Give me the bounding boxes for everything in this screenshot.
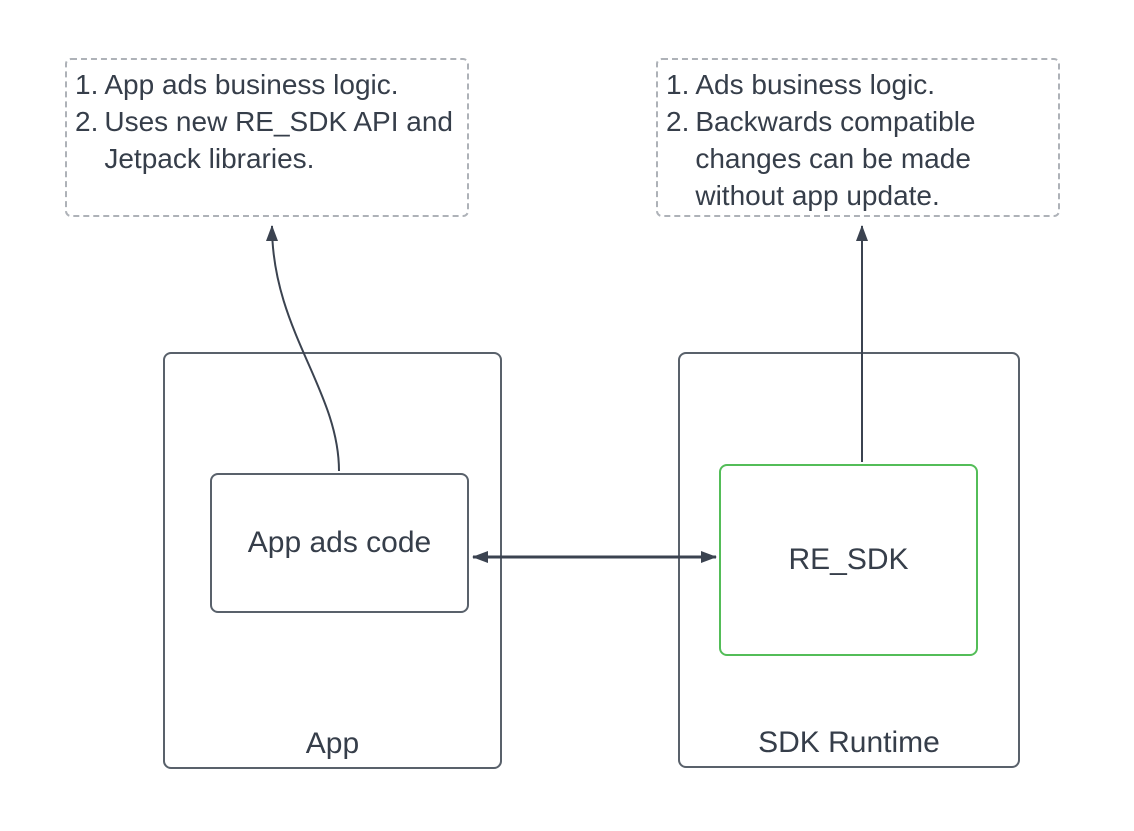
list-item-marker: 1. [666,69,690,100]
app-container-label: App [305,727,360,760]
re-sdk-node: RE_SDK [719,464,978,656]
annotation-list-item: 2. Uses new RE_SDK API and Jetpack libra… [75,103,459,177]
list-item-marker: 1. [75,69,99,100]
list-item-text: Uses new RE_SDK API and Jetpack librarie… [104,106,453,174]
list-item-marker: 2. [75,106,99,137]
list-item-text: App ads business logic. [104,69,399,100]
sdk-runtime-container-label: SDK Runtime [758,726,940,759]
annotation-app-notes: 1. App ads business logic. 2. Uses new R… [65,58,469,217]
app-ads-code-node: App ads code [210,473,469,613]
list-item-text: Ads business logic. [695,69,936,100]
app-ads-code-label: App ads code [247,526,432,559]
annotation-list-item: 2. Backwards compatible changes can be m… [666,103,1050,214]
annotation-sdk-notes: 1. Ads business logic. 2. Backwards comp… [656,58,1060,217]
re-sdk-label: RE_SDK [788,543,909,576]
list-item-text: Backwards compatible changes can be made… [695,106,976,211]
annotation-list-item: 1. Ads business logic. [666,66,1050,103]
list-item-marker: 2. [666,106,690,137]
annotation-list-item: 1. App ads business logic. [75,66,459,103]
